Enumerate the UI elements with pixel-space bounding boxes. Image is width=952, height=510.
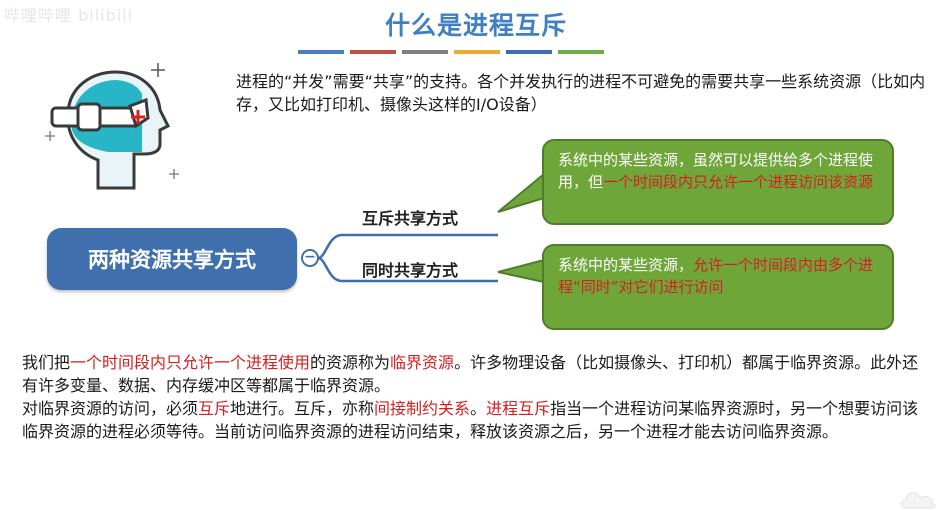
definition-paragraph: 我们把一个时间段内只允许一个进程使用的资源称为临界资源。许多物理设备（比如摄像头… bbox=[22, 351, 932, 397]
color-bar-segment bbox=[558, 50, 604, 54]
color-bar-segment bbox=[454, 50, 500, 54]
text-run: 我们把 bbox=[22, 353, 71, 372]
head-clock-illustration bbox=[50, 70, 171, 190]
callout-mutex-sharing: 系统中的某些资源，虽然可以提供给多个进程使用，但一个时间段内只允许一个进程访问该… bbox=[542, 139, 894, 225]
highlight-run: 一个时间段内只允许一个进程使用 bbox=[70, 353, 311, 372]
collapse-icon[interactable]: − bbox=[301, 249, 319, 267]
intro-paragraph: 进程的“并发”需要“共享”的支持。各个并发执行的进程不可避免的需要共享一些系统资… bbox=[236, 72, 926, 114]
highlight-run: 互斥 bbox=[198, 399, 231, 418]
definition-text: 我们把一个时间段内只允许一个进程使用的资源称为临界资源。许多物理设备（比如摄像头… bbox=[22, 351, 932, 443]
callout-text: 系统中的某些资源，虽然可以提供给多个进程使用，但 bbox=[558, 151, 874, 191]
cloud-icon bbox=[901, 492, 936, 509]
text-run: 地进行。互斥，亦称 bbox=[230, 399, 375, 418]
highlight-run: 临界资源 bbox=[390, 353, 455, 372]
color-bar-segment bbox=[350, 50, 396, 54]
sparkle-icon bbox=[45, 131, 55, 141]
bubble-tail bbox=[497, 258, 545, 284]
color-bar-segment bbox=[506, 50, 552, 54]
mindmap-connectors bbox=[317, 233, 498, 283]
callout-text: 系统中的某些资源， bbox=[558, 256, 694, 274]
text-run: 。 bbox=[470, 399, 487, 418]
text-run: 对临界资源的访问，必须 bbox=[22, 399, 199, 418]
text-run: 指当一个进程访问某临界资源时，另一个想要访问该临界资源的进程必须等待。当前访问临… bbox=[22, 399, 919, 441]
callout-simultaneous-sharing: 系统中的某些资源，允许一个时间段内由多个进程“同时”对它们进行访问 bbox=[542, 244, 894, 330]
sparkle-icon bbox=[169, 169, 179, 179]
page-title: 什么是进程互斥 bbox=[384, 11, 567, 40]
definition-paragraph: 对临界资源的访问，必须互斥地进行。互斥，亦称间接制约关系。进程互斥指当一个进程访… bbox=[22, 397, 932, 443]
callout-highlight: 一个时间段内只允许一个进程访问该资源 bbox=[603, 173, 874, 191]
sparkle-icon bbox=[151, 63, 165, 77]
highlight-run: 间接制约关系 bbox=[374, 399, 471, 418]
mindmap-root-node[interactable]: 两种资源共享方式 bbox=[47, 228, 297, 290]
text-run: 的资源称为 bbox=[310, 353, 391, 372]
branch-simultaneous-sharing[interactable]: 同时共享方式 bbox=[362, 261, 459, 280]
highlight-run: 进程互斥 bbox=[486, 399, 551, 418]
watermark: 哔哩哔哩 bilibili bbox=[4, 6, 134, 25]
callout-highlight: 允许一个时间段内由多个进程“同时”对它们进行访问 bbox=[558, 256, 874, 296]
bubble-tail bbox=[497, 171, 545, 213]
color-bar-segment bbox=[402, 50, 448, 54]
branch-mutex-sharing[interactable]: 互斥共享方式 bbox=[362, 209, 459, 228]
text-run: 。许多物理设备（比如摄像头、打印机）都属于临界资源。此外还有许多变量、数据、内存… bbox=[22, 353, 919, 395]
color-bar-segment bbox=[298, 50, 344, 54]
